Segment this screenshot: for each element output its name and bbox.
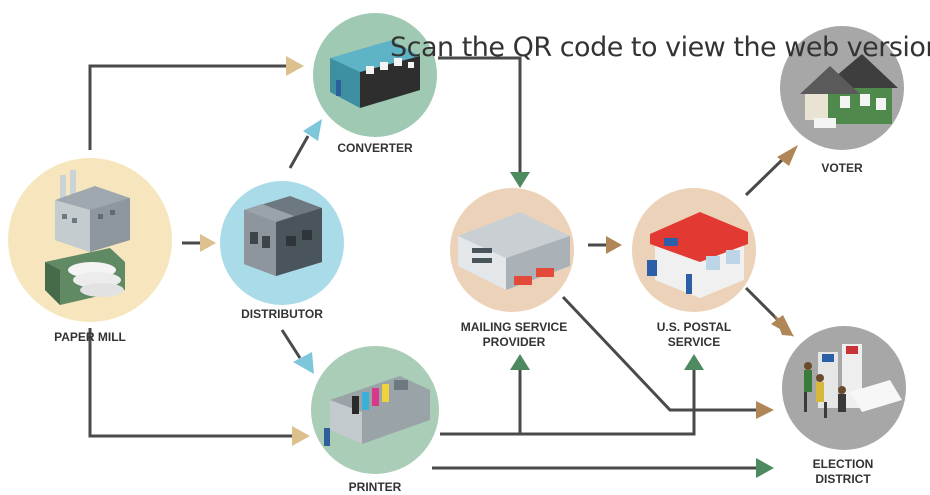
arrow-brown-usps (606, 236, 622, 254)
line-usps-to-voter (744, 158, 784, 197)
node-election-district (782, 326, 906, 450)
arrow-tan-printer (292, 426, 310, 446)
label-printer: PRINTER (348, 480, 402, 494)
arrow-brown-voter (777, 145, 798, 166)
arrow-tan-converter (286, 56, 304, 76)
label-election-district-line1: ELECTION (812, 457, 874, 471)
arrow-blue-printer (293, 352, 314, 374)
printer-icon (324, 376, 430, 446)
node-voter (780, 26, 904, 150)
line-converter-to-msp (438, 56, 522, 172)
line-papermill-to-printer (88, 328, 292, 438)
election-district-icon (804, 344, 902, 418)
label-mailing-service-provider: MAILING SERVICE PROVIDER (446, 320, 582, 350)
arrow-brown-usps-ed (771, 315, 794, 337)
node-converter (313, 13, 437, 137)
line-printer-to-usps (440, 370, 696, 436)
label-usps: U.S. POSTAL SERVICE (636, 320, 752, 350)
line-distributor-to-converter (288, 135, 310, 169)
node-paper-mill (8, 158, 172, 322)
label-distributor: DISTRIBUTOR (241, 307, 323, 321)
qr-code-note: Scan the QR code to view the web version (390, 32, 930, 63)
arrow-green-msp-bottom (510, 354, 530, 370)
arrow-green-msp-top (510, 172, 530, 188)
label-converter: CONVERTER (337, 141, 413, 155)
label-election-district: ELECTION DISTRICT (790, 457, 896, 487)
label-paper-mill: PAPER MILL (54, 330, 126, 344)
node-mailing-service-provider (450, 188, 574, 312)
voter-icon (800, 54, 898, 128)
usps-icon (647, 212, 748, 298)
distributor-icon (244, 196, 322, 276)
node-distributor (220, 181, 344, 305)
arrow-blue-converter (303, 119, 322, 141)
converter-icon (330, 40, 420, 108)
line-usps-to-election-district (744, 286, 780, 322)
label-msp-line2: PROVIDER (482, 335, 546, 349)
line-distributor-to-printer (280, 329, 302, 359)
arrowheads (200, 56, 798, 478)
line-msp-to-election-district (561, 295, 756, 412)
arrow-brown-election-district (756, 401, 774, 419)
node-printer (311, 346, 439, 474)
paper-mill-icon (45, 170, 130, 305)
label-msp-line1: MAILING SERVICE (460, 320, 568, 334)
arrow-tan-distributor (200, 234, 216, 252)
node-usps (632, 188, 756, 312)
label-usps-line1: U.S. POSTAL (656, 320, 732, 334)
label-voter: VOTER (821, 161, 863, 175)
connectors (88, 56, 784, 470)
arrow-green-usps-bottom (684, 354, 704, 370)
msp-icon (458, 212, 570, 290)
label-election-district-line2: DISTRICT (815, 472, 871, 486)
arrow-green-election-district (756, 458, 774, 478)
label-usps-line2: SERVICE (667, 335, 721, 349)
line-papermill-to-converter (88, 64, 286, 150)
